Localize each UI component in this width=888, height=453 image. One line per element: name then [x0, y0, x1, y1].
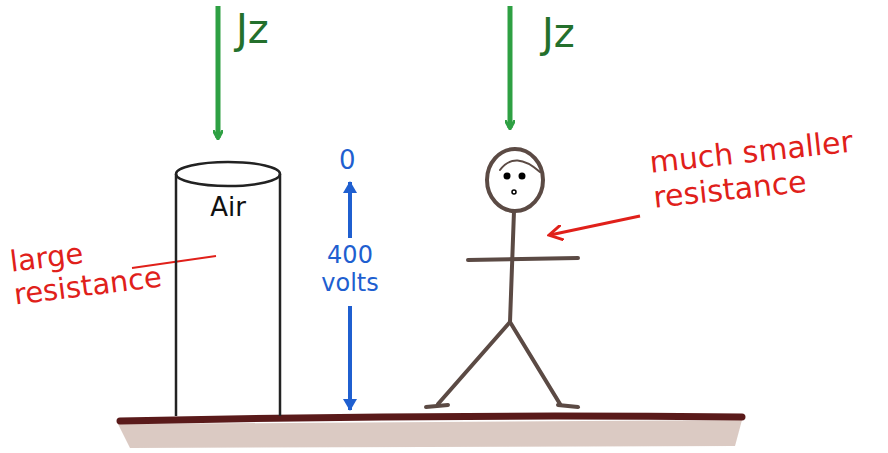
current-label: Jz — [236, 6, 269, 52]
potential-label: 0 — [339, 146, 356, 176]
note-label: much smaller resistance — [648, 122, 886, 215]
voltage-arrow — [348, 306, 352, 410]
current-label: Jz — [542, 10, 575, 56]
ground-shade — [118, 420, 742, 448]
air-cylinder: Air — [172, 160, 284, 418]
stick-figure — [426, 149, 578, 407]
voltage-arrow — [348, 182, 352, 238]
voltage-label: 400 volts — [321, 242, 378, 297]
node-text: Air — [172, 192, 284, 222]
ground-line — [120, 416, 742, 421]
current-arrow — [508, 6, 513, 128]
leader-arrow — [550, 216, 640, 235]
current-arrow — [216, 6, 221, 138]
note-label: large resistance — [8, 228, 164, 312]
